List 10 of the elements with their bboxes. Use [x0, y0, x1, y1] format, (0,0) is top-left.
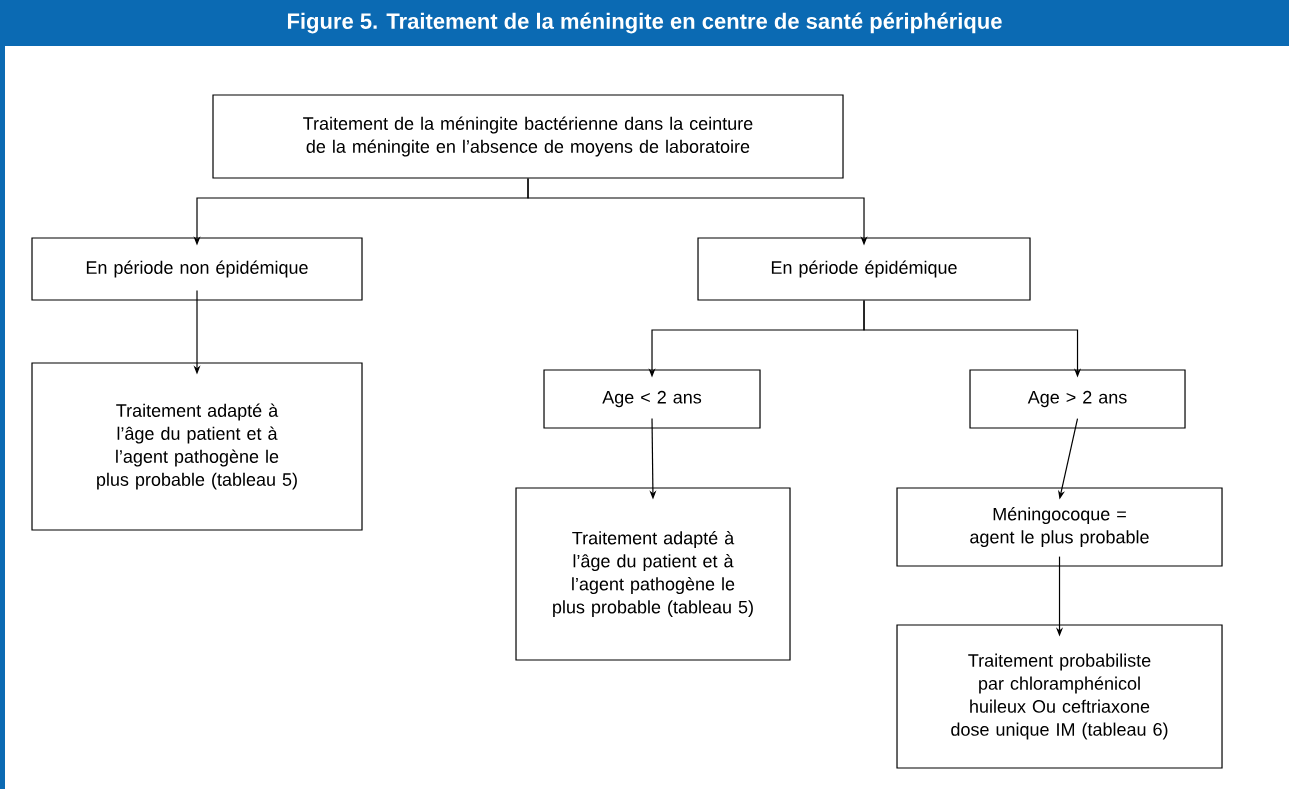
process-box: Traitement de la méningite bactérienne dans la ceinture de la méningite en l’absence de moyens de laboratoire [212, 94, 844, 179]
title-band: Figure 5. Traitement de la méningite en centre de santé périphérique [0, 0, 1289, 46]
process-box: Traitement adapté à l’âge du patient et à l’agent pathogène le plus probable (tableau 5) [31, 362, 363, 531]
process-box: En période épidémique [697, 237, 1031, 301]
process-box: Traitement adapté à l’âge du patient et à l’agent pathogène le plus probable (tableau 5) [515, 487, 791, 661]
process-box: En période non épidémique [31, 237, 363, 301]
process-box: Traitement probabiliste par chloramphénicol huileux Ou ceftriaxone dose unique IM (tableau 6) [896, 624, 1223, 769]
process-box: Age < 2 ans [543, 369, 761, 429]
process-box: Age > 2 ans [969, 369, 1186, 429]
process-box: Méningocoque = agent le plus probable [896, 487, 1223, 567]
